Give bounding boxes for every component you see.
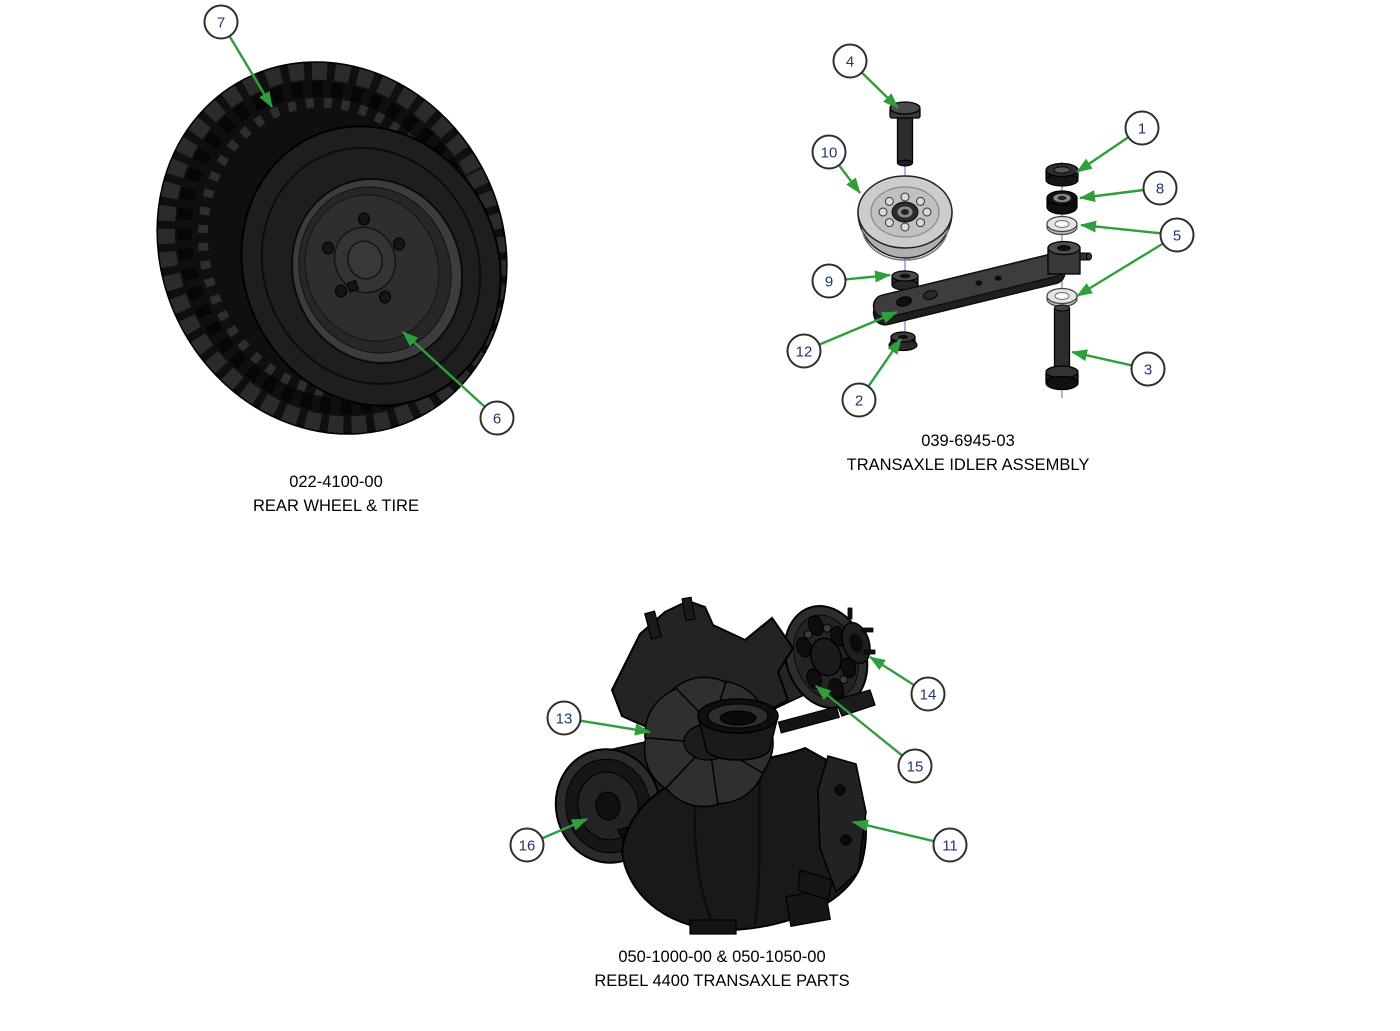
callout-circle-14	[910, 676, 946, 712]
callout-circle-5	[1159, 217, 1195, 253]
leader-arrow-4	[860, 71, 899, 109]
housing-ridge-2	[753, 764, 762, 926]
wheel-rim	[290, 178, 464, 364]
callout-circle-6	[479, 400, 515, 436]
callout-number-8: 8	[1156, 180, 1164, 197]
leader-arrow-13	[580, 719, 651, 736]
leader-arrow-11	[852, 819, 935, 843]
washer-5-upper	[1046, 215, 1078, 236]
nut-1	[1045, 162, 1079, 187]
top-post-1	[644, 610, 662, 640]
transaxle-illustration: 050-1000-00 & 050-1050-00 REBEL 4400 TRA…	[554, 596, 876, 990]
mount-foot	[689, 919, 737, 935]
input-pulley-cup	[697, 698, 779, 761]
figure2-part-number: 039-6945-03	[921, 432, 1015, 450]
leader-arrow-6	[402, 331, 486, 408]
callout-number-11: 11	[942, 837, 958, 854]
callout-circle-3	[1130, 351, 1166, 387]
leader-arrow-5	[1076, 242, 1164, 298]
callout-circle-7	[203, 4, 239, 40]
idler-pulley-10	[857, 175, 953, 261]
callout-circle-8	[1142, 170, 1178, 206]
bolt-4	[889, 101, 921, 167]
right-bracket	[797, 755, 867, 901]
callout-number-10: 10	[821, 144, 838, 161]
rear-boss	[785, 889, 831, 927]
leader-arrow-8	[1079, 188, 1144, 203]
leader-arrow-16	[541, 817, 588, 840]
callout-number-5: 5	[1173, 227, 1181, 244]
idler-assembly-illustration: 039-6945-03 TRANSAXLE IDLER ASSEMBLY	[847, 101, 1092, 474]
callout-number-4: 4	[846, 53, 854, 70]
callout-layer: 7 6 4 10 9 12 2 1 8 5 3 13 14 15 16 11	[203, 4, 1195, 863]
callout-circle-11	[932, 827, 968, 863]
callout-number-12: 12	[796, 343, 813, 360]
callout-number-14: 14	[920, 686, 937, 703]
figure1-part-number: 022-4100-00	[289, 473, 383, 491]
leader-arrow-5	[1080, 220, 1161, 235]
nut-2	[888, 331, 918, 352]
wheel-hub	[841, 607, 876, 665]
bolt-3	[1045, 304, 1079, 391]
washer-5-lower	[1046, 287, 1078, 308]
callout-number-1: 1	[1138, 120, 1146, 137]
callout-circle-2	[841, 382, 877, 418]
callout-number-15: 15	[907, 758, 924, 775]
callout-number-6: 6	[493, 410, 501, 427]
callout-number-9: 9	[825, 273, 833, 290]
callout-number-2: 2	[855, 392, 863, 409]
leader-arrow-7	[228, 35, 274, 108]
leader-arrow-9	[845, 270, 891, 283]
leader-arrow-14	[869, 655, 915, 687]
leader-arrow-2	[867, 338, 902, 388]
leader-arrow-3	[1071, 349, 1133, 367]
rear-wheel-illustration: 022-4100-00 REAR WHEEL & TIRE	[156, 61, 508, 515]
leader-arrow-1	[1076, 136, 1129, 173]
figure3-title: REBEL 4400 TRANSAXLE PARTS	[594, 972, 849, 990]
leader-arrow-15	[815, 685, 903, 757]
callout-circle-10	[811, 134, 847, 170]
callout-circle-4	[832, 43, 868, 79]
callout-circle-15	[897, 748, 933, 784]
top-post-2	[681, 596, 696, 622]
idler-arm-12	[872, 240, 1092, 326]
callout-number-16: 16	[519, 837, 536, 854]
leader-arrow-10	[838, 164, 861, 194]
callout-number-3: 3	[1144, 361, 1152, 378]
callout-number-7: 7	[217, 14, 225, 31]
callout-circle-12	[786, 333, 822, 369]
figure2-title: TRANSAXLE IDLER ASSEMBLY	[847, 456, 1090, 474]
callout-circle-16	[509, 827, 545, 863]
figure1-title: REAR WHEEL & TIRE	[253, 497, 419, 515]
figure3-part-number: 050-1000-00 & 050-1050-00	[618, 948, 825, 966]
callout-circle-13	[546, 700, 582, 736]
callout-number-13: 13	[556, 710, 573, 727]
callout-circle-1	[1124, 110, 1160, 146]
leader-arrow-12	[818, 310, 898, 346]
callout-circle-9	[811, 263, 847, 299]
bearing-8	[1046, 190, 1078, 215]
